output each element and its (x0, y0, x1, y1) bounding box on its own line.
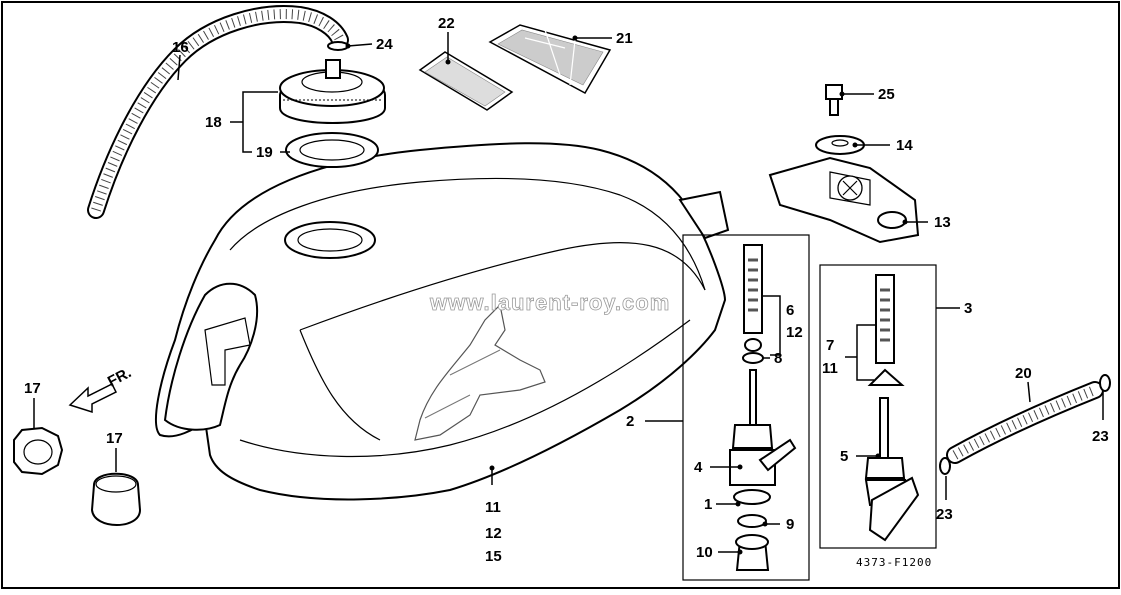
callout-11-main: 11 (485, 499, 501, 516)
mount-bolt (825, 84, 843, 116)
callout-14: 14 (896, 137, 913, 154)
callout-12-right: 12 (786, 324, 803, 341)
breather-hose (87, 5, 349, 219)
cap-clip (327, 41, 349, 51)
callout-21: 21 (616, 30, 633, 47)
side-rubber-a (13, 426, 64, 476)
drawing-code: 4373-F1200 (856, 556, 932, 569)
callout-15: 15 (485, 548, 502, 565)
callout-5: 5 (840, 448, 848, 465)
callout-23-right: 23 (1092, 428, 1109, 445)
cock-assembly-3-box (819, 264, 937, 549)
callout-17-center: 17 (106, 430, 123, 447)
callout-25: 25 (878, 86, 895, 103)
direction-arrow (68, 382, 118, 414)
cock-assembly-2-box (682, 234, 810, 581)
fuel-tank (154, 142, 730, 501)
callout-18: 18 (205, 114, 222, 131)
fuel-cap (279, 59, 386, 124)
callout-3: 3 (964, 300, 972, 317)
hose-clips (939, 374, 1111, 475)
callout-24: 24 (376, 36, 393, 53)
callout-10: 10 (696, 544, 713, 561)
callout-11-right: 11 (822, 360, 838, 377)
callout-2: 2 (626, 413, 634, 430)
watermark-text: www.laurent-roy.com (429, 290, 670, 315)
mount-rubber (768, 156, 920, 244)
callout-4: 4 (694, 459, 703, 476)
callout-8: 8 (774, 350, 782, 367)
callout-6: 6 (786, 302, 794, 319)
callout-13: 13 (934, 214, 951, 231)
fuel-cock-3 (864, 274, 920, 542)
callout-12-main: 12 (485, 525, 502, 542)
callout-19: 19 (256, 144, 273, 161)
callout-23-bottom: 23 (936, 506, 953, 523)
callout-17-left: 17 (24, 380, 41, 397)
fuel-cock-2 (729, 244, 797, 571)
callout-9: 9 (786, 516, 794, 533)
side-rubber-b (90, 472, 142, 526)
leader-lines (33, 32, 1104, 555)
callout-22: 22 (438, 15, 455, 32)
callout-7: 7 (826, 337, 834, 354)
callout-16: 16 (172, 39, 189, 56)
cap-gasket (285, 132, 379, 168)
fuel-hose (946, 381, 1104, 464)
emblem-strips (418, 24, 612, 111)
callout-20: 20 (1015, 365, 1032, 382)
callout-1: 1 (704, 496, 712, 513)
